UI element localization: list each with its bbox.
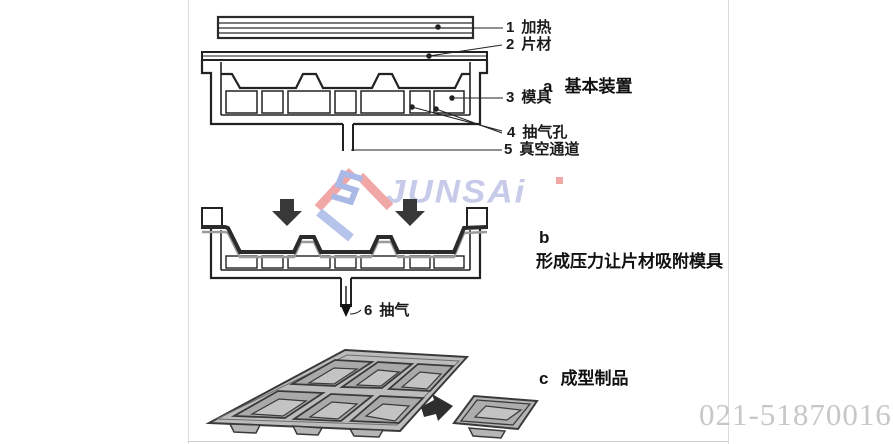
- tray-cavities: [230, 359, 455, 424]
- section-b-letter: b: [539, 228, 550, 247]
- diagram-b: [201, 199, 488, 317]
- plastic-sheet-b: [202, 225, 488, 259]
- formed-sheet-feet: [228, 423, 385, 438]
- phone-number: 021-51870016: [699, 397, 892, 432]
- cut-out-arrow: [421, 394, 453, 421]
- vacuum-pipe-b: [340, 278, 352, 307]
- table-border-left: [188, 0, 189, 444]
- watermark-i-dot: [556, 177, 563, 184]
- heater: [216, 15, 475, 40]
- mold-b: [201, 207, 488, 307]
- single-tray: [452, 394, 539, 439]
- mold-a-cells: [225, 90, 465, 114]
- formed-sheet: [205, 348, 470, 438]
- pressure-arrow-right: [395, 199, 425, 226]
- pressure-arrow-left: [272, 199, 302, 226]
- vacuum-pipe-a: [342, 124, 354, 151]
- section-b-title: 形成压力让片材吸附模具: [536, 252, 723, 271]
- diagram-a: [200, 15, 503, 151]
- mold-a-contour: [221, 72, 470, 90]
- plastic-sheet-a: [201, 51, 488, 61]
- watermark-logo-icon: [314, 167, 563, 242]
- table-border-right: [728, 0, 729, 444]
- mold-a: [200, 60, 489, 151]
- diagram-c: [205, 348, 539, 439]
- suction-arrow: [340, 286, 362, 317]
- mold-b-cells: [225, 255, 465, 269]
- callout-leaders-a: [351, 24, 503, 151]
- table-border-bottom: [188, 441, 728, 442]
